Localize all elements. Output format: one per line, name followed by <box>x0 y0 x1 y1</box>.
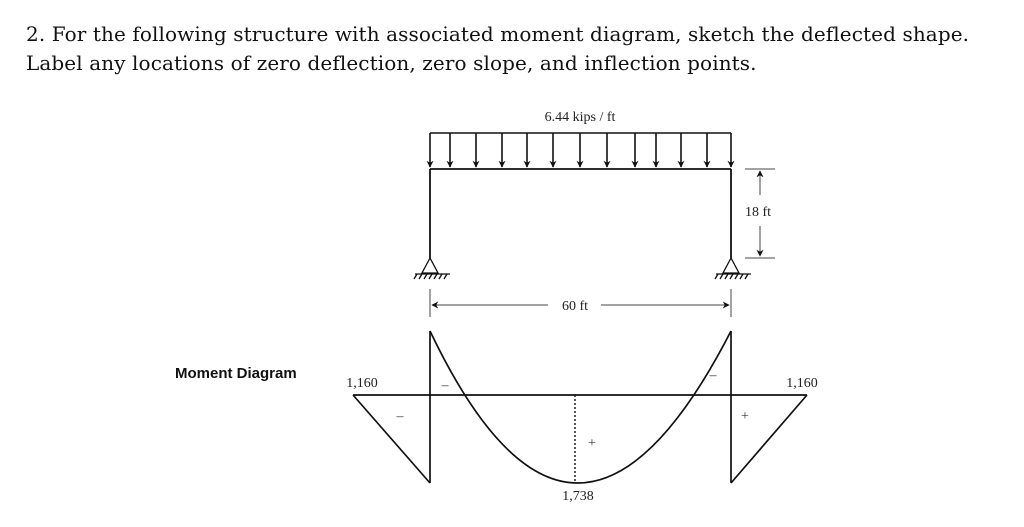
span-label: 60 ft <box>562 299 588 314</box>
height-dimension <box>745 168 775 259</box>
left-pin-support-icon <box>413 256 450 280</box>
height-label: 18 ft <box>745 205 771 220</box>
moment-parabola <box>429 330 732 484</box>
problem-line-1: 2. For the following structure with asso… <box>26 22 970 46</box>
midspan-moment-value: 1,738 <box>562 489 594 504</box>
sign-left-overhang: – <box>396 409 405 424</box>
right-pin-support-icon <box>714 256 751 280</box>
sign-midspan: + <box>588 436 596 451</box>
right-end-moment-value: 1,160 <box>786 376 818 391</box>
sign-left-hog: – <box>441 378 450 393</box>
load-label: 6.44 kips / ft <box>545 110 616 125</box>
span-dimension <box>429 289 732 317</box>
problem-statement: 2. For the following structure with asso… <box>26 20 969 78</box>
load-arrows-icon <box>426 133 735 168</box>
sign-right-hog: – <box>709 368 718 383</box>
distributed-load <box>426 132 735 168</box>
moment-diagram <box>352 330 808 484</box>
frame <box>429 168 732 258</box>
sign-right-overhang: + <box>741 409 749 424</box>
moment-diagram-title: Moment Diagram <box>175 365 297 382</box>
left-end-moment-value: 1,160 <box>346 376 378 391</box>
problem-line-2: Label any locations of zero deflection, … <box>26 51 757 75</box>
